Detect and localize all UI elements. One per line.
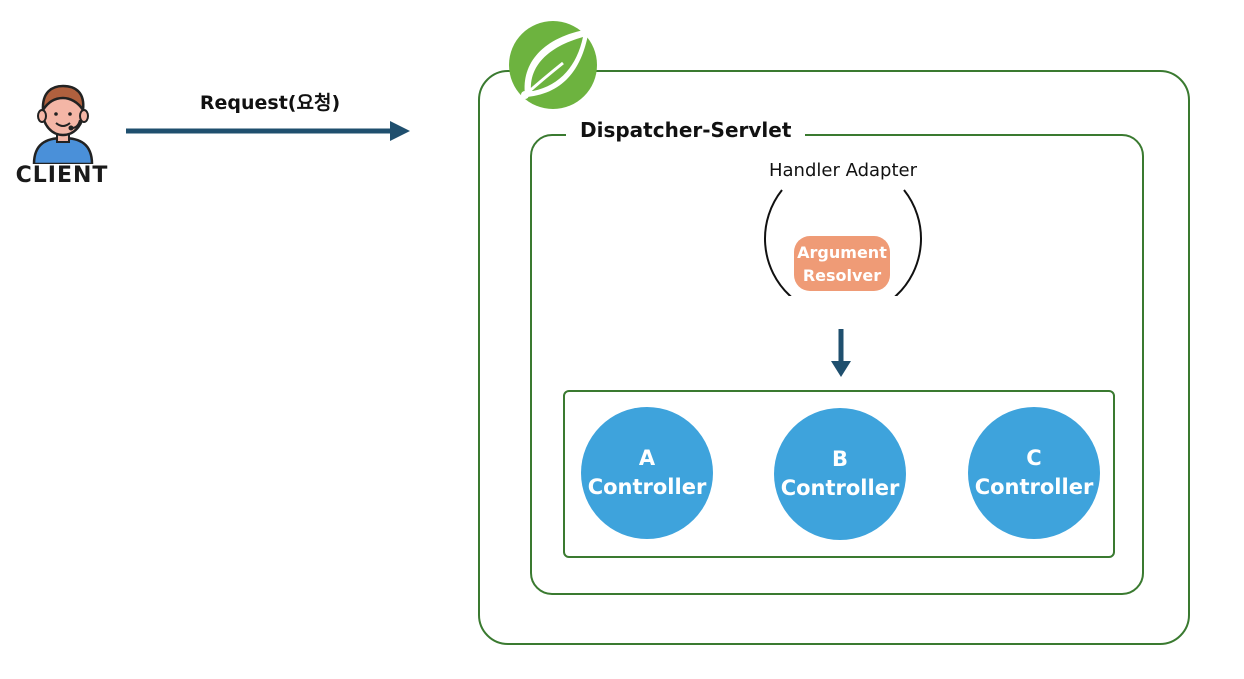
- argument-resolver-line1: Argument: [797, 242, 887, 262]
- controller-label: Controller: [587, 475, 707, 499]
- controller-a: A Controller: [581, 407, 713, 539]
- controller-group-box: [563, 390, 1115, 558]
- client-avatar-icon: [32, 84, 94, 164]
- controller-letter: C: [1026, 446, 1042, 470]
- controller-label: Controller: [780, 476, 900, 500]
- handler-adapter-label: Handler Adapter: [768, 160, 917, 181]
- controller-letter: A: [638, 446, 656, 470]
- handler-adapter-arc: [764, 189, 922, 296]
- controller-c: C Controller: [968, 407, 1100, 539]
- down-arrow: [831, 329, 851, 377]
- dispatcher-servlet-label: Dispatcher-Servlet: [566, 118, 806, 142]
- request-label: Request(요청): [199, 92, 341, 114]
- request-arrow: [126, 121, 410, 141]
- dispatcher-servlet-box: [530, 134, 1144, 595]
- client-label: CLIENT: [15, 163, 109, 188]
- spring-leaf-icon: [509, 21, 597, 109]
- controller-label: Controller: [974, 475, 1094, 499]
- argument-resolver-badge: Argument Resolver: [794, 236, 890, 291]
- controller-letter: B: [831, 447, 848, 471]
- spring-container: [478, 70, 1190, 645]
- argument-resolver-line2: Resolver: [802, 265, 882, 285]
- controller-b: B Controller: [774, 408, 906, 540]
